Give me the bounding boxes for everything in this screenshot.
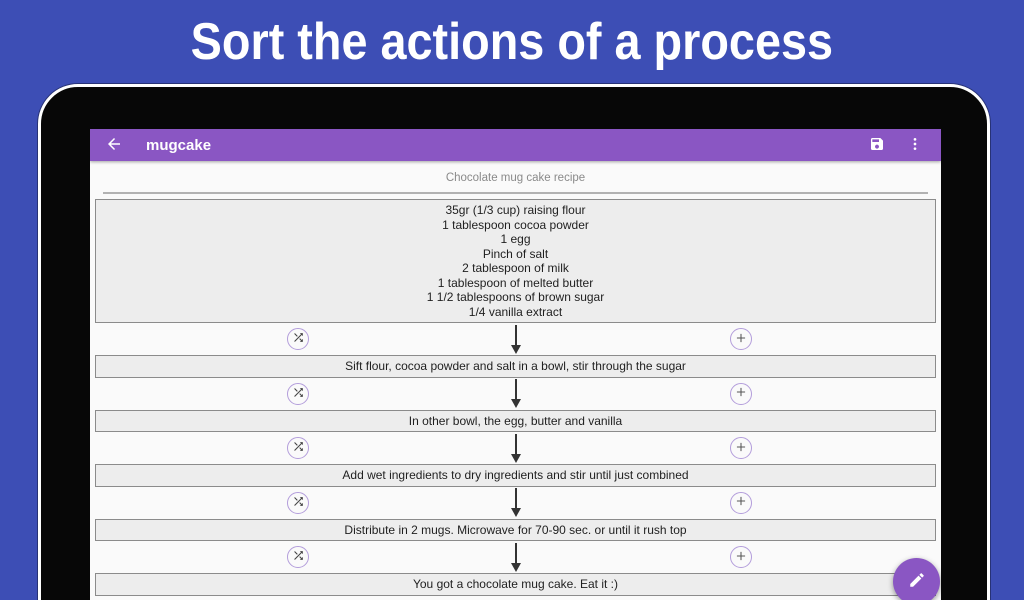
add-step-button[interactable] [730, 491, 752, 514]
process-editor: Chocolate mug cake recipe 35gr (1/3 cup)… [90, 171, 941, 596]
add-step-button[interactable] [730, 437, 752, 459]
swap-steps-button[interactable] [287, 546, 309, 568]
step-text: 1 egg [500, 232, 531, 246]
banner-title: Sort the actions of a process [190, 13, 834, 71]
add-step-button[interactable] [730, 382, 752, 405]
shuffle-icon [292, 549, 305, 565]
step-text: Distribute in 2 mugs. Microwave for 70-9… [344, 522, 687, 537]
connector-row [95, 323, 936, 355]
shuffle-icon [292, 331, 305, 347]
back-button[interactable] [102, 133, 126, 157]
shuffle-icon [292, 495, 305, 511]
plus-icon [734, 440, 748, 457]
step-text: 1/4 vanilla extract [468, 304, 563, 319]
swap-steps-button[interactable] [287, 491, 309, 514]
swap-steps-button[interactable] [287, 328, 309, 350]
step-text: Pinch of salt [482, 246, 549, 261]
step-text: In other bowl, the egg, butter and vanil… [408, 413, 623, 428]
step-text: You got a chocolate mug cake. Eat it :) [412, 577, 618, 591]
step-text: Sift flour, cocoa powder and salt in a b… [345, 359, 686, 373]
save-button[interactable] [865, 133, 889, 157]
overflow-menu-button[interactable] [903, 133, 927, 157]
down-arrow-icon [509, 323, 523, 355]
step-box[interactable]: In other bowl, the egg, butter and vanil… [95, 409, 936, 432]
swap-steps-button[interactable] [287, 382, 309, 405]
app-screen: mugcake Chocolate mug cake recipe 35gr (… [90, 129, 941, 600]
step-box[interactable]: Add wet ingredients to dry ingredients a… [95, 464, 936, 487]
swap-steps-button[interactable] [287, 437, 309, 459]
step-text: 1 1/2 tablespoons of brown sugar [426, 290, 605, 304]
step-text: 35gr (1/3 cup) raising flour [445, 203, 586, 217]
step-box[interactable]: Sift flour, cocoa powder and salt in a b… [95, 355, 936, 378]
title-divider [103, 192, 928, 194]
step-text: Add wet ingredients to dry ingredients a… [342, 468, 689, 482]
overflow-menu-icon [907, 136, 923, 155]
step-box[interactable]: You got a chocolate mug cake. Eat it :) [95, 573, 936, 596]
connector-row [95, 487, 936, 519]
app-toolbar: mugcake [90, 129, 941, 161]
step-box[interactable]: Distribute in 2 mugs. Microwave for 70-9… [95, 518, 936, 541]
shuffle-icon [292, 386, 305, 402]
pencil-icon [908, 571, 926, 592]
add-step-button[interactable] [730, 546, 752, 568]
edit-fab[interactable] [893, 558, 940, 600]
down-arrow-icon [509, 378, 523, 410]
toolbar-title: mugcake [146, 136, 212, 154]
shuffle-icon [292, 440, 305, 456]
down-arrow-icon [509, 432, 523, 464]
plus-icon [734, 385, 748, 402]
plus-icon [734, 494, 748, 511]
plus-icon [734, 549, 748, 566]
step-text: 2 tablespoon of milk [462, 261, 569, 275]
process-title: Chocolate mug cake recipe [445, 172, 586, 184]
add-step-button[interactable] [730, 328, 752, 350]
connector-row [95, 432, 936, 464]
step-text: 1 tablespoon of melted butter [437, 275, 594, 290]
down-arrow-icon [509, 487, 523, 519]
down-arrow-icon [509, 541, 523, 573]
connector-row [95, 378, 936, 410]
connector-row [95, 541, 936, 573]
step-text: 1 tablespoon cocoa powder [442, 217, 589, 232]
arrow-back-icon [105, 135, 123, 156]
save-floppy-icon [869, 136, 885, 155]
plus-icon [734, 331, 748, 348]
promo-banner: Sort the actions of a process [0, 0, 1024, 84]
